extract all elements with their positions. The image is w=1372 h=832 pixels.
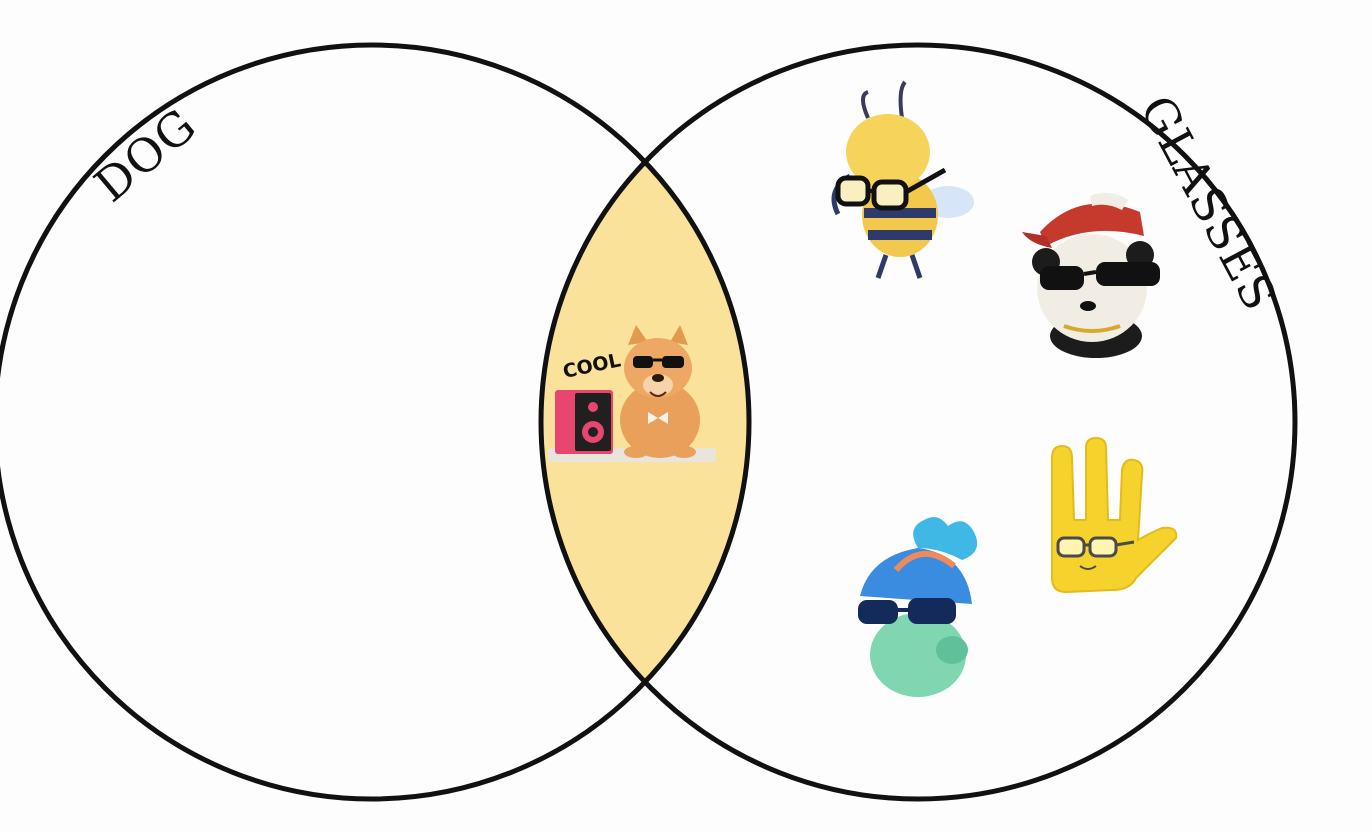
sunglasses-icon [633,356,684,368]
speaker-icon [555,390,613,454]
glasses-icon [1056,536,1135,558]
sunglasses-icon [1040,262,1160,290]
glasses-set-circle [538,42,1298,802]
dog-set-circle [0,42,752,802]
dog-set-label: DOG [84,98,206,213]
panda-with-cap-and-sunglasses-sticker [1022,192,1160,358]
dog-icon [620,325,700,458]
bee-with-glasses-sticker [831,80,974,279]
glasses-icon [835,167,947,211]
cool-dog-with-speaker-sticker: COOL [548,325,716,462]
sunglasses-icon [858,598,956,624]
glove-hand-with-glasses-sticker [1051,436,1178,594]
blue-haired-face-with-sunglasses-sticker [858,517,978,697]
